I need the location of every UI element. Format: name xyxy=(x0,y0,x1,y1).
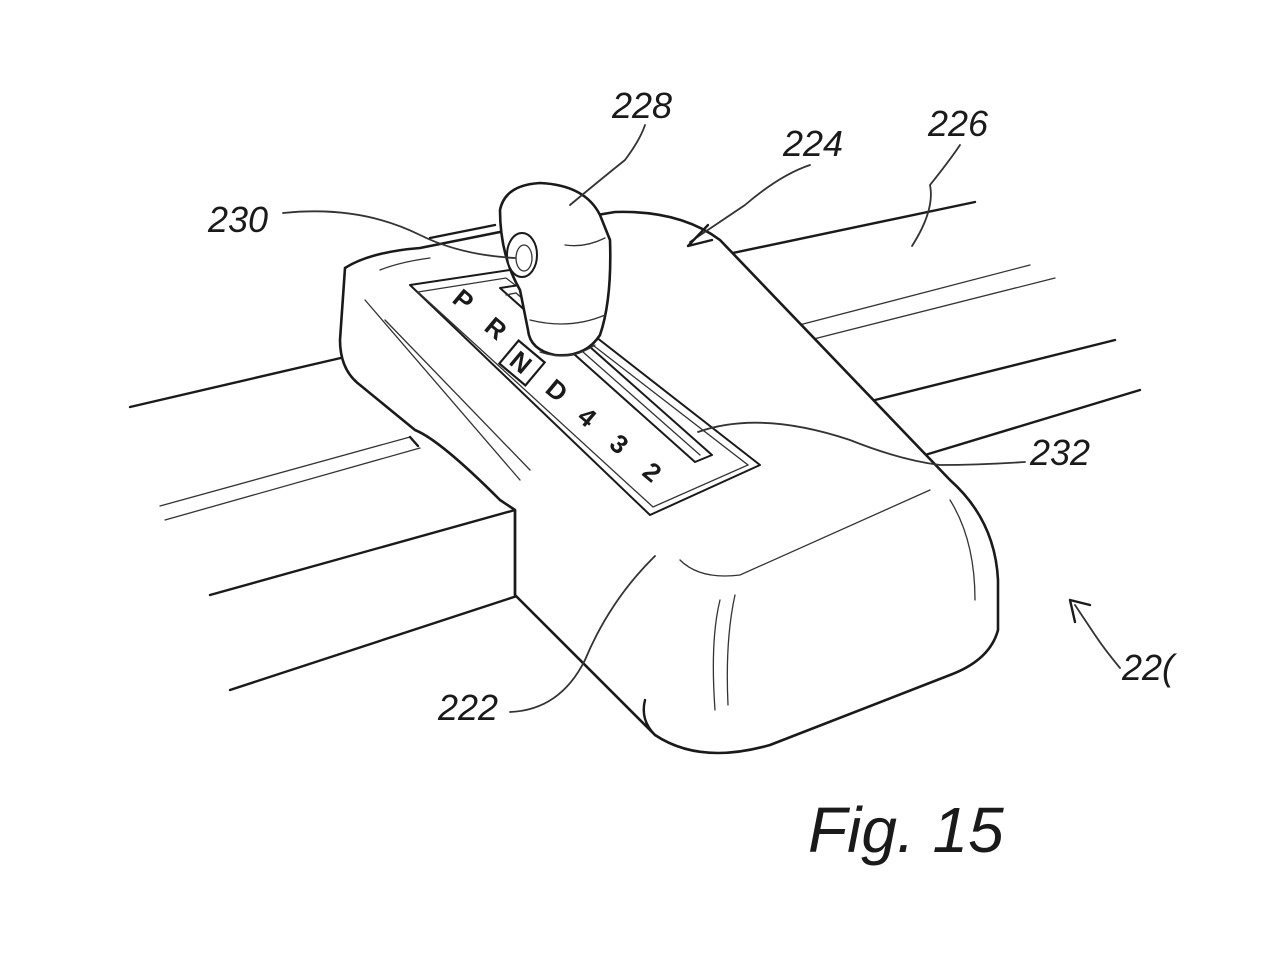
ref-220: 22( xyxy=(1121,647,1178,688)
figure-caption: Fig. 15 xyxy=(808,794,1004,866)
reference-leaders xyxy=(282,124,1121,713)
ref-228: 228 xyxy=(611,85,672,126)
ref-224: 224 xyxy=(782,123,843,164)
ref-230: 230 xyxy=(207,199,268,240)
ref-226: 226 xyxy=(927,103,989,144)
gear-n-highlight xyxy=(497,339,547,387)
ref-222: 222 xyxy=(437,687,498,728)
shift-knob xyxy=(498,181,612,357)
rail-track xyxy=(128,200,1142,692)
ref-232: 232 xyxy=(1029,432,1090,473)
